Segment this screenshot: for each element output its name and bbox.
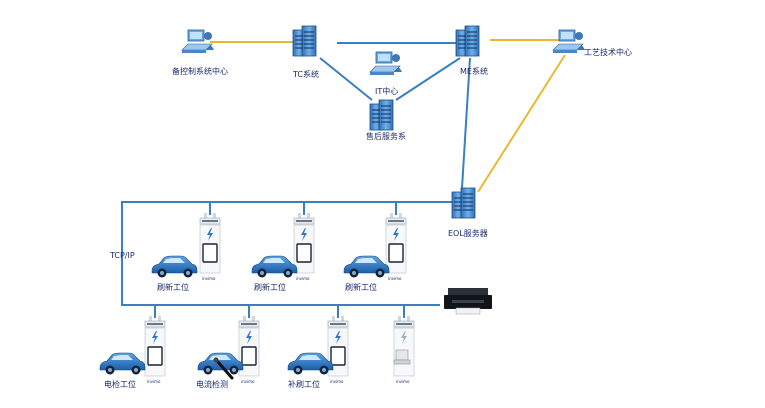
car-icon <box>287 352 334 375</box>
car-icon <box>251 255 298 278</box>
electrical-check-station-label: 电检工位 <box>104 379 136 389</box>
flasher-device-caption: invimo <box>388 276 402 281</box>
flasher-device-icon <box>385 212 407 274</box>
eol-server-icon <box>451 187 476 219</box>
link-mes-eol <box>461 57 471 189</box>
current-probe-icon <box>213 357 234 380</box>
process-tech-center-label: 工艺技术中心 <box>584 47 632 57</box>
backup-control-center-label: 备控制系统中心 <box>172 66 228 76</box>
it-center-label: IT中心 <box>375 86 398 96</box>
link-process-center-eol <box>477 54 566 193</box>
flasher-device-caption: invimo <box>202 276 216 281</box>
flasher-device-gray-icon <box>393 316 415 377</box>
flasher-device-caption: invimo <box>396 379 410 384</box>
car-icon <box>151 255 198 278</box>
flasher-device-icon <box>144 315 166 377</box>
printer-icon <box>444 288 492 315</box>
flasher-device-icon <box>199 212 221 274</box>
car-icon <box>99 352 146 375</box>
after-sales-server-icon <box>369 99 394 131</box>
link-mes-it <box>395 57 461 101</box>
flash-station-label: 刷新工位 <box>254 282 286 292</box>
tc-system-label: TC系统 <box>292 69 319 79</box>
flasher-device-icon <box>293 212 315 274</box>
mes-system-label: ME系统 <box>460 66 488 76</box>
mes-system-server-icon <box>455 25 480 57</box>
tc-system-server-icon <box>292 25 317 57</box>
flash-station-label: 刷新工位 <box>345 282 377 292</box>
flasher-device-caption: invimo <box>241 379 255 384</box>
connection-lines <box>121 39 566 318</box>
flash-station-label: 刷新工位 <box>157 282 189 292</box>
process-tech-center-workstation-icon <box>552 29 586 54</box>
eol-server-label: EOL服务器 <box>448 228 488 238</box>
supplementary-flash-station-label: 补刷工位 <box>288 379 320 389</box>
link-tc-it <box>319 57 373 101</box>
backup-control-center-workstation-icon <box>181 29 215 54</box>
tcp-ip-bus <box>121 201 452 306</box>
flasher-device-caption: invimo <box>296 276 310 281</box>
after-sales-label: 售后服务系 <box>366 131 406 141</box>
flasher-device-caption: invimo <box>147 379 161 384</box>
it-center-workstation-icon <box>369 51 403 76</box>
flasher-device-caption: invimo <box>330 379 344 384</box>
tcp-ip-label: TCP/IP <box>109 251 135 260</box>
car-icon <box>343 255 390 278</box>
current-check-label: 电流检测 <box>196 379 228 389</box>
